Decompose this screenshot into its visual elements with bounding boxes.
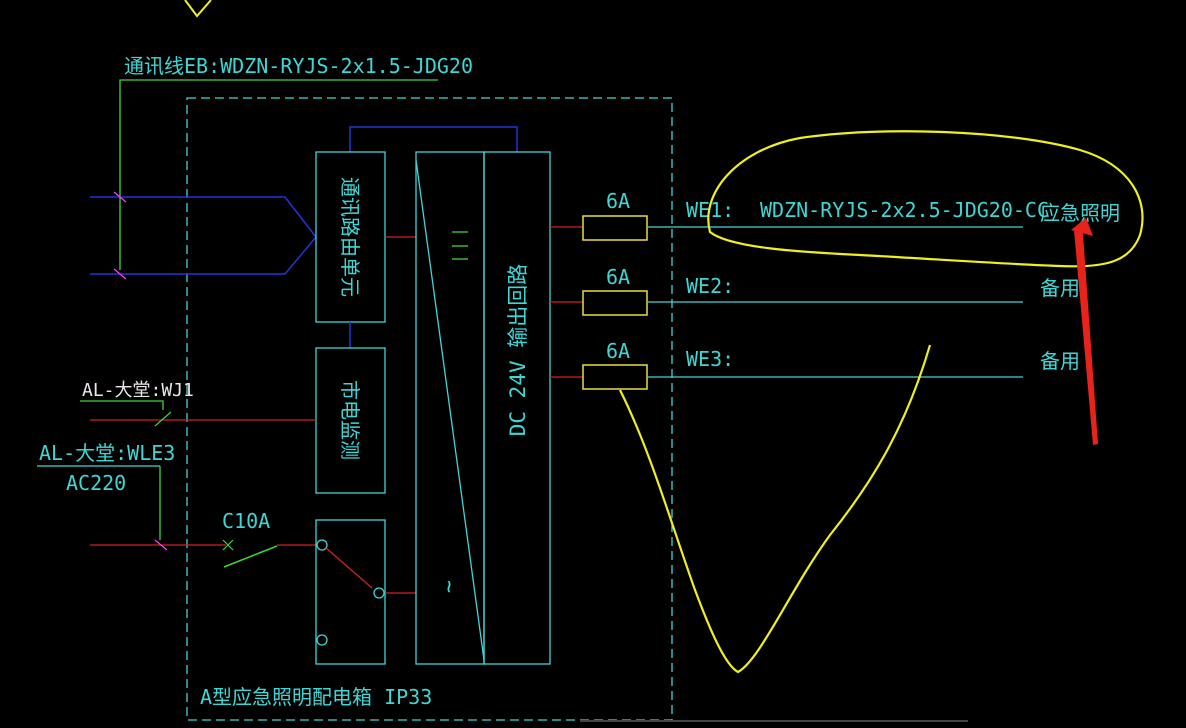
- red-arrow-shaft: [1074, 220, 1098, 445]
- switch-contact: [316, 634, 328, 646]
- al-wj1-label: AL-大堂:WJ1: [82, 380, 194, 401]
- comm-line-label: 通讯线EB:WDZN-RYJS-2x1.5-JDG20: [124, 54, 473, 78]
- tick-mark: [154, 411, 172, 427]
- al-wle3-label: AL-大堂:WLE3: [39, 441, 175, 465]
- fuse-label-3: 6A: [606, 339, 630, 363]
- switch-contact: [373, 587, 385, 599]
- circuit-id-2: WE2:: [686, 274, 734, 298]
- converter-diagonal: [415, 159, 485, 661]
- mains-monitor-label: 市电监测: [338, 380, 362, 460]
- breaker-cross: [222, 539, 234, 551]
- circuit-load-2: 备用: [1040, 276, 1080, 300]
- enclosure-box: [186, 97, 673, 721]
- ac-label: AC220: [66, 471, 126, 495]
- comm-unit-label: 通讯路由单元: [338, 177, 362, 297]
- ac-symbol: ~: [436, 580, 461, 593]
- fuse-3: [582, 364, 648, 390]
- circuit-id-3: WE3:: [686, 347, 734, 371]
- fuse-1: [582, 215, 648, 241]
- dc-output-label: DC 24V 输出回路: [506, 264, 530, 437]
- fuse-2: [582, 290, 648, 316]
- circuit-load-1: 应急照明: [1040, 201, 1120, 225]
- red-arrow-head: [1071, 218, 1093, 236]
- circuit-load-3: 备用: [1040, 349, 1080, 373]
- breaker-label: C10A: [222, 509, 270, 533]
- tick-mark: [154, 539, 168, 551]
- yellow-mark-top: [184, 0, 212, 18]
- tick-mark: [113, 268, 127, 280]
- comm-line-leader: [119, 79, 438, 270]
- comm-bus-wire: [349, 126, 518, 152]
- comm-wire: [90, 196, 317, 275]
- switch-box: [315, 519, 386, 665]
- switch-contact: [316, 539, 328, 551]
- output-box: [483, 151, 551, 665]
- wj1-leader: [80, 400, 164, 410]
- yellow-v-mark: [619, 344, 932, 674]
- circuit-cable-1: WDZN-RYJS-2x2.5-JDG20-CC: [760, 198, 1049, 222]
- highlight-ellipse: [707, 130, 1144, 268]
- fuse-label-2: 6A: [606, 265, 630, 289]
- switch-blade: [325, 547, 373, 589]
- tick-mark: [113, 191, 127, 203]
- fuse-label-1: 6A: [606, 189, 630, 213]
- box-label: A型应急照明配电箱 IP33: [200, 685, 432, 709]
- breaker-contact: [223, 545, 278, 568]
